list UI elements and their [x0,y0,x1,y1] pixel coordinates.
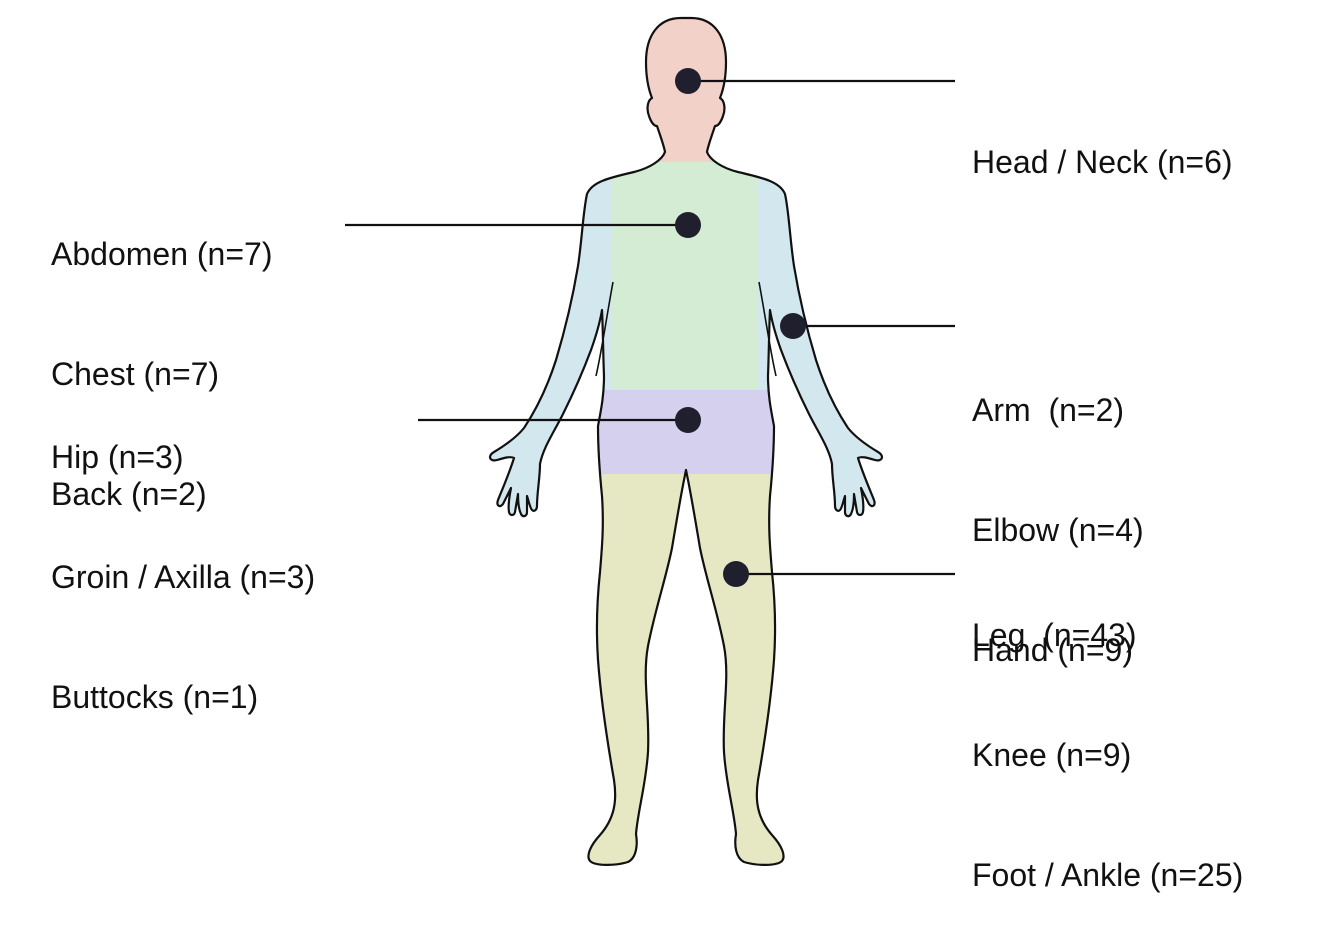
leg-marker [723,561,749,587]
buttocks-count: Buttocks (n=1) [51,677,315,717]
arm-count: Arm (n=2) [972,390,1144,430]
head-marker [675,68,701,94]
leg-label: Leg (n=43) Knee (n=9) Foot / Ankle (n=25… [972,535,1243,935]
pelvis-marker [675,407,701,433]
leg-count: Leg (n=43) [972,615,1243,655]
abdomen-count: Abdomen (n=7) [51,234,272,274]
pelvis-region [590,390,782,476]
arm-marker [780,313,806,339]
torso-region [612,162,758,392]
head-neck-label: Head / Neck (n=6) [972,62,1233,222]
knee-count: Knee (n=9) [972,735,1243,775]
torso-marker [675,212,701,238]
foot-ankle-count: Foot / Ankle (n=25) [972,855,1243,895]
groin-axilla-count: Groin / Axilla (n=3) [51,557,315,597]
body-regions [480,0,900,879]
pelvis-label: Hip (n=3) Groin / Axilla (n=3) Buttocks … [51,357,315,757]
head-neck-count: Head / Neck (n=6) [972,142,1233,182]
hip-count: Hip (n=3) [51,437,315,477]
